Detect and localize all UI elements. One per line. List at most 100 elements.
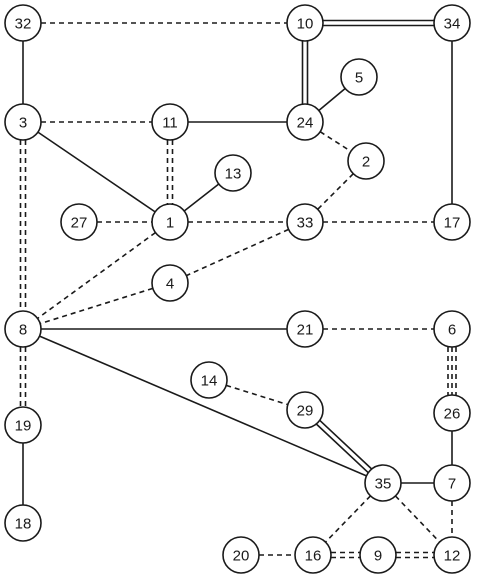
node-label: 5 [355,70,363,87]
node-6: 6 [433,310,471,348]
node-label: 13 [225,166,242,183]
node-8: 8 [4,310,42,348]
node-label: 19 [15,418,32,435]
node-circle [4,310,42,348]
node-35: 35 [364,464,402,502]
edge-35-16 [324,495,372,543]
edge-16-9 [331,551,360,559]
node-circle [151,203,189,241]
node-circle [151,103,189,141]
node-circle [151,264,189,302]
edge-11-1 [166,140,174,204]
node-7: 7 [433,464,471,502]
node-circle [286,103,324,141]
edge-29-35 [315,419,373,474]
node-circle [4,4,42,42]
edge-24-2 [319,131,352,152]
node-circle [286,203,324,241]
node-label: 17 [444,215,461,232]
edges-layer [19,19,457,559]
node-circle [286,310,324,348]
node-label: 20 [233,548,250,565]
edge-10-34 [323,19,434,27]
node-label: 16 [305,548,322,565]
node-label: 14 [201,373,218,390]
node-label: 26 [444,406,461,423]
node-circle [433,464,471,502]
node-9: 9 [359,536,397,574]
node-label: 27 [71,215,88,232]
node-circle [340,58,378,96]
edge-1-8 [37,231,156,320]
node-circle [214,154,252,192]
edge-35-12 [394,495,441,543]
edge-4-8 [39,287,154,325]
node-label: 8 [19,322,27,339]
edge-3-8 [19,140,27,311]
node-circle [359,536,397,574]
node-21: 21 [286,310,324,348]
node-33: 33 [286,203,324,241]
node-circle [286,4,324,42]
node-3: 3 [4,103,42,141]
node-11: 11 [151,103,189,141]
node-circle [222,536,260,574]
edge-3-1 [37,131,156,213]
node-label: 7 [448,476,456,493]
node-label: 11 [162,115,178,132]
edge-6-26 [447,347,457,395]
node-label: 2 [362,154,370,171]
edge-24-5 [318,87,346,112]
node-circle [286,391,324,429]
node-24: 24 [286,103,324,141]
node-1: 1 [151,203,189,241]
node-circle [433,4,471,42]
node-label: 29 [297,403,314,420]
node-label: 32 [15,16,32,33]
edge-8-35 [39,335,367,477]
node-circle [294,536,332,574]
node-32: 32 [4,4,42,42]
node-circle [433,310,471,348]
node-circle [190,361,228,399]
node-29: 29 [286,391,324,429]
node-19: 19 [4,406,42,444]
node-5: 5 [340,58,378,96]
node-13: 13 [214,154,252,192]
edge-14-29 [225,384,289,406]
node-4: 4 [151,264,189,302]
node-label: 35 [375,476,392,493]
node-label: 18 [15,516,32,533]
node-34: 34 [433,4,471,42]
node-label: 33 [297,215,314,232]
node-17: 17 [433,203,471,241]
node-label: 9 [374,548,382,565]
node-label: 21 [297,322,314,339]
node-10: 10 [286,4,324,42]
node-18: 18 [4,504,42,542]
node-circle [364,464,402,502]
node-circle [433,394,471,432]
node-circle [433,536,471,574]
node-label: 1 [166,215,174,232]
node-circle [4,103,42,141]
node-circle [433,203,471,241]
node-2: 2 [347,142,385,180]
node-circle [4,504,42,542]
node-27: 27 [60,203,98,241]
node-label: 24 [297,115,314,132]
node-label: 12 [444,548,461,565]
node-circle [347,142,385,180]
node-circle [60,203,98,241]
node-circle [4,406,42,444]
node-20: 20 [222,536,260,574]
edge-9-12 [396,551,434,559]
node-label: 4 [166,276,174,293]
edge-2-33 [317,173,354,210]
node-label: 34 [444,16,461,33]
edge-8-19 [19,347,27,407]
nodes-layer: 32 10 34 5 3 11 24 2 13 27 1 33 17 4 8 21 6 14 29 26 19 35 7 18… [4,4,471,574]
node-label: 6 [448,322,456,339]
edge-33-4 [186,228,289,277]
